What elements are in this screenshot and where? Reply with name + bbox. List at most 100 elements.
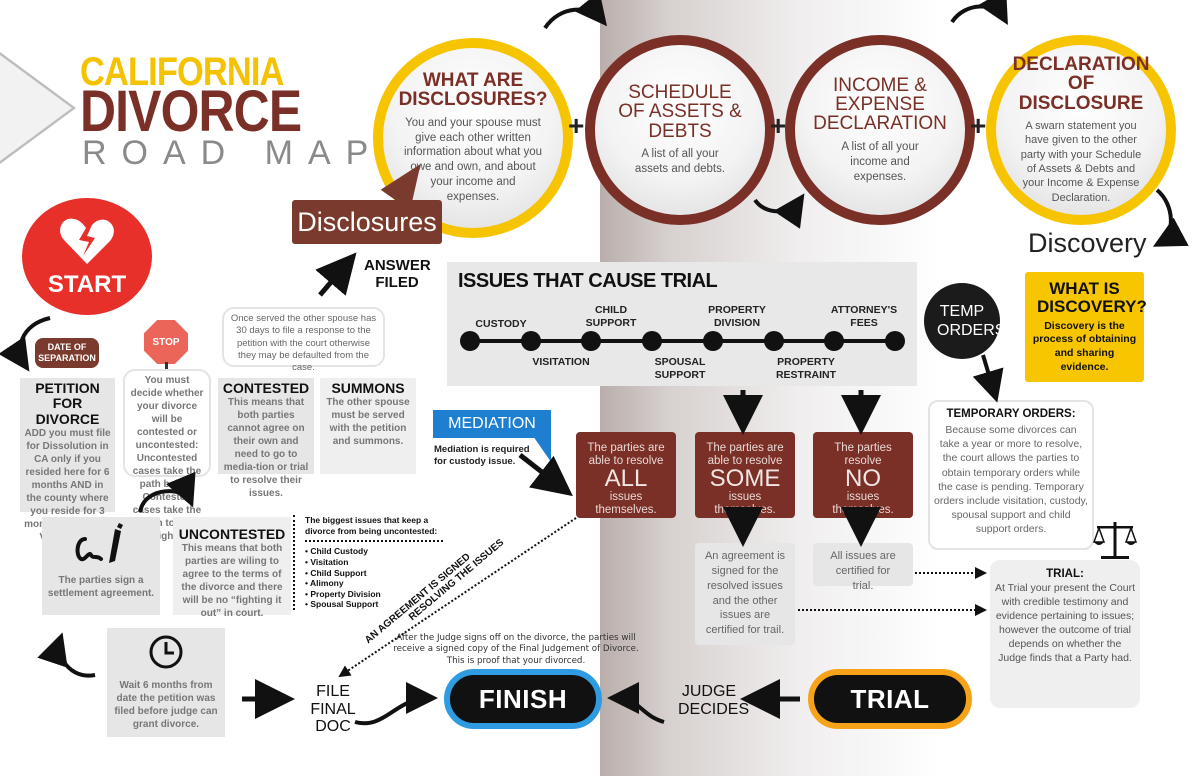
disclosures-tag: Disclosures bbox=[292, 200, 442, 244]
response-deadline-note: Once served the other spouse has 30 days… bbox=[222, 307, 385, 373]
resolve-amount: SOME bbox=[709, 465, 781, 493]
mediation-tag: MEDIATION bbox=[433, 410, 551, 438]
plus-sign: + bbox=[568, 110, 585, 141]
stop-sign-pole bbox=[165, 362, 168, 372]
circle-text: A list of all your income and expenses. bbox=[841, 140, 919, 183]
answer-filed-arrow bbox=[315, 252, 357, 297]
temp-orders-label: TEMP ORDERS bbox=[937, 302, 1006, 339]
trial-info-title: TRIAL: bbox=[1046, 568, 1084, 580]
issue-item: • Alimony bbox=[305, 578, 344, 589]
contested-title: CONTESTED bbox=[222, 380, 310, 396]
circle-text: A swarn statement you have given to the … bbox=[1020, 120, 1142, 204]
issue-label-spousal-support: SPOUSAL SUPPORT bbox=[654, 356, 706, 381]
temp-orders-title: TEMPORARY ORDERS: bbox=[946, 408, 1076, 420]
timeline-dot bbox=[521, 331, 541, 351]
issue-label-property-division: PROPERTY DIVISION bbox=[708, 304, 766, 329]
resolve-post: issues bbox=[846, 491, 880, 504]
discovery-label: Discovery bbox=[1028, 228, 1147, 258]
curved-arrow bbox=[543, 0, 608, 30]
temp-orders-text: Because some divorces can take a year or… bbox=[934, 424, 1088, 536]
issue-label-visitation: VISITATION bbox=[532, 356, 590, 368]
resolve-amount: ALL bbox=[604, 465, 648, 493]
biggest-issues-heading: The biggest issues that keep a divorce f… bbox=[305, 515, 443, 543]
start-label: START bbox=[47, 271, 127, 298]
uncontested-title: UNCONTESTED bbox=[178, 526, 286, 542]
resolve-post: themselves. bbox=[595, 503, 657, 516]
trial-info-text: At Trial your present the Court with cre… bbox=[994, 582, 1136, 664]
resolve-pre: The parties are able to resolve bbox=[587, 442, 665, 467]
wait-six-months-box: Wait 6 months from date the petition was… bbox=[107, 628, 225, 737]
timeline-dot bbox=[824, 331, 844, 351]
file-final-doc-label: FILE FINAL DOC bbox=[310, 683, 356, 736]
scales-of-justice-icon bbox=[1093, 522, 1137, 559]
resolve-pre: The parties resolve bbox=[834, 442, 892, 467]
title-road-map: ROAD MAP bbox=[82, 134, 384, 172]
timeline-dot bbox=[460, 331, 480, 351]
trial-pill: TRIAL bbox=[808, 669, 972, 729]
settlement-agreement-box: The parties sign a settlement agreement. bbox=[42, 517, 160, 615]
resolve-post: themselves. bbox=[832, 503, 894, 516]
timeline-dot bbox=[703, 331, 723, 351]
title-divorce: DIVORCE bbox=[80, 79, 302, 144]
answer-filed-label: ANSWER FILED bbox=[364, 257, 431, 291]
contested-box: CONTESTED This means that both parties c… bbox=[218, 378, 314, 499]
mediation-tag-pointer bbox=[533, 436, 551, 462]
resolve-all-box: The parties are able to resolve ALL issu… bbox=[576, 432, 676, 518]
wait-text: Wait 6 months from date the petition was… bbox=[114, 680, 218, 730]
decide-contested-note: You must decide whether your divorce wil… bbox=[123, 369, 211, 542]
uncontested-box: UNCONTESTED This means that both parties… bbox=[173, 517, 291, 619]
timeline-dot bbox=[642, 331, 662, 351]
clock-icon bbox=[149, 635, 183, 669]
summons-title: SUMMONS bbox=[331, 380, 405, 396]
issues-timeline-line bbox=[470, 339, 894, 343]
curved-arrow bbox=[37, 632, 96, 678]
resolve-amount: NO bbox=[845, 465, 881, 493]
contested-text: This means that both parties cannot agre… bbox=[223, 397, 309, 500]
resolve-pre: The parties are able to resolve bbox=[706, 442, 784, 467]
circle-schedule-of-assets: SCHEDULE OF ASSETS & DEBTS A list of all… bbox=[585, 35, 775, 225]
triangle-pointer-inner bbox=[0, 55, 72, 161]
issue-item: • Visitation bbox=[305, 556, 349, 567]
response-deadline-text: Once served the other spouse has 30 days… bbox=[230, 313, 377, 374]
discovery-title: WHAT IS DISCOVERY? bbox=[1037, 279, 1147, 316]
resolve-some-box: The parties are able to resolve SOME iss… bbox=[695, 432, 795, 518]
circle-text: A list of all your assets and debts. bbox=[634, 148, 726, 176]
timeline-dot bbox=[764, 331, 784, 351]
temp-orders-bubble: TEMP ORDERS bbox=[924, 283, 1006, 359]
circle-declaration-of-disclosure: DECLARATION OF DISCLOSURE A swarn statem… bbox=[986, 35, 1176, 225]
date-of-separation-tag: DATE OF SEPARATION bbox=[35, 338, 99, 368]
circle-income-expense-declaration: INCOME & EXPENSE DECLARATION A list of a… bbox=[785, 35, 975, 225]
judge-decides-label: JUDGE DECIDES bbox=[678, 683, 750, 718]
issue-item: • Child Custody bbox=[305, 546, 368, 557]
issue-label-custody: CUSTODY bbox=[475, 318, 527, 330]
finish-note: After the Judge signs off on the divorce… bbox=[393, 633, 639, 666]
title-california: CALIFORNIA bbox=[80, 50, 284, 94]
resolve-post: issues bbox=[609, 491, 643, 504]
what-is-discovery-box: WHAT IS DISCOVERY? Discovery is the proc… bbox=[1025, 272, 1147, 382]
circle-title: SCHEDULE OF ASSETS & DEBTS bbox=[618, 82, 742, 142]
settlement-text: The parties sign a settlement agreement. bbox=[47, 575, 155, 599]
resolve-none-box: The parties resolve NO issues themselves… bbox=[813, 432, 913, 518]
issue-label-child-support: CHILD SUPPORT bbox=[585, 304, 637, 329]
some-resolved-outcome-text: An agreement is signed for the resolved … bbox=[704, 550, 786, 637]
discovery-text: Discovery is the process of obtaining an… bbox=[1032, 319, 1137, 373]
petition-for-divorce-box: PETITION FOR DIVORCE ADD you must file f… bbox=[20, 378, 115, 556]
none-resolved-outcome-box: All issues are certified for trial. bbox=[813, 543, 913, 592]
plus-sign: + bbox=[770, 110, 787, 141]
issues-title: ISSUES THAT CAUSE TRIAL bbox=[458, 270, 718, 292]
summons-box: SUMMONS The other spouse must be served … bbox=[320, 378, 416, 474]
trial-info-box: TRIAL: At Trial your present the Court w… bbox=[990, 560, 1140, 708]
signature-pen-icon bbox=[75, 523, 123, 563]
none-resolved-outcome-text: All issues are certified for trial. bbox=[830, 550, 896, 592]
mediation-text: Mediation is required for custody issue. bbox=[434, 444, 530, 467]
circle-text: You and your spouse must give each other… bbox=[403, 116, 543, 204]
issues-panel bbox=[447, 262, 917, 386]
resolve-post: themselves. bbox=[714, 503, 776, 516]
broken-heart-icon bbox=[60, 218, 114, 264]
issue-label-attorneys-fees: ATTORNEY'S FEES bbox=[830, 304, 898, 329]
petition-title: PETITION FOR DIVORCE bbox=[35, 380, 100, 427]
plus-sign: + bbox=[970, 110, 987, 141]
circle-title: WHAT ARE DISCLOSURES? bbox=[398, 69, 548, 111]
temporary-orders-box: TEMPORARY ORDERS: Because some divorces … bbox=[928, 400, 1094, 550]
stop-sign-icon: STOP bbox=[144, 320, 188, 364]
